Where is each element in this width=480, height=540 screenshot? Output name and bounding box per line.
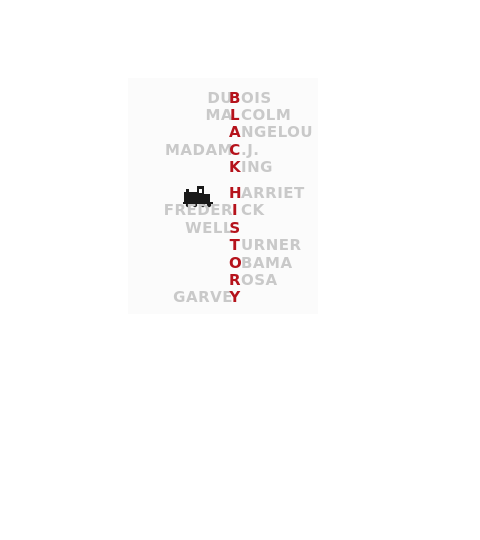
name-suffix: URNER: [241, 236, 302, 254]
train-locomotive-icon: [183, 186, 213, 208]
acrostic-row: FREDER I CK: [0, 201, 480, 219]
acrostic-row: MA L COLM: [0, 106, 480, 124]
acrostic-row: H ARRIET: [0, 184, 480, 202]
poster-background: [128, 78, 318, 314]
name-suffix: CK: [241, 201, 265, 219]
key-letter: K: [229, 158, 242, 176]
name-prefix: GARVE: [173, 288, 233, 306]
acrostic-row: O BAMA: [0, 254, 480, 272]
key-letter: T: [229, 236, 241, 254]
key-letter: L: [229, 106, 241, 124]
name-prefix: MADAM: [164, 141, 233, 159]
key-letter: C: [229, 141, 241, 159]
name-suffix: NGELOU: [241, 123, 314, 141]
name-prefix: DU: [207, 89, 233, 107]
acrostic-row: WELL S: [0, 219, 480, 237]
acrostic-row: MADAM C .J.: [0, 141, 480, 159]
key-letter: B: [229, 89, 241, 107]
name-suffix: OSA: [241, 271, 278, 289]
acrostic-row: GARVE Y: [0, 288, 480, 306]
key-letter: S: [229, 219, 241, 237]
acrostic-row: K ING: [0, 158, 480, 176]
acrostic-row: R OSA: [0, 271, 480, 289]
key-letter: O: [229, 254, 243, 272]
name-suffix: COLM: [241, 106, 292, 124]
name-prefix: MA: [205, 106, 233, 124]
name-suffix: ARRIET: [241, 184, 305, 202]
name-prefix: WELL: [185, 219, 233, 237]
key-letter: R: [229, 271, 242, 289]
acrostic-row: A NGELOU: [0, 123, 480, 141]
key-letter: H: [229, 184, 243, 202]
acrostic-row: DU B OIS: [0, 89, 480, 107]
name-suffix: BAMA: [241, 254, 293, 272]
key-letter: I: [231, 201, 239, 219]
acrostic-row: T URNER: [0, 236, 480, 254]
key-letter: A: [229, 123, 242, 141]
name-suffix: ING: [241, 158, 273, 176]
name-suffix: OIS: [241, 89, 272, 107]
name-prefix: FREDER: [163, 201, 233, 219]
name-suffix: .J.: [241, 141, 260, 159]
key-letter: Y: [229, 288, 241, 306]
